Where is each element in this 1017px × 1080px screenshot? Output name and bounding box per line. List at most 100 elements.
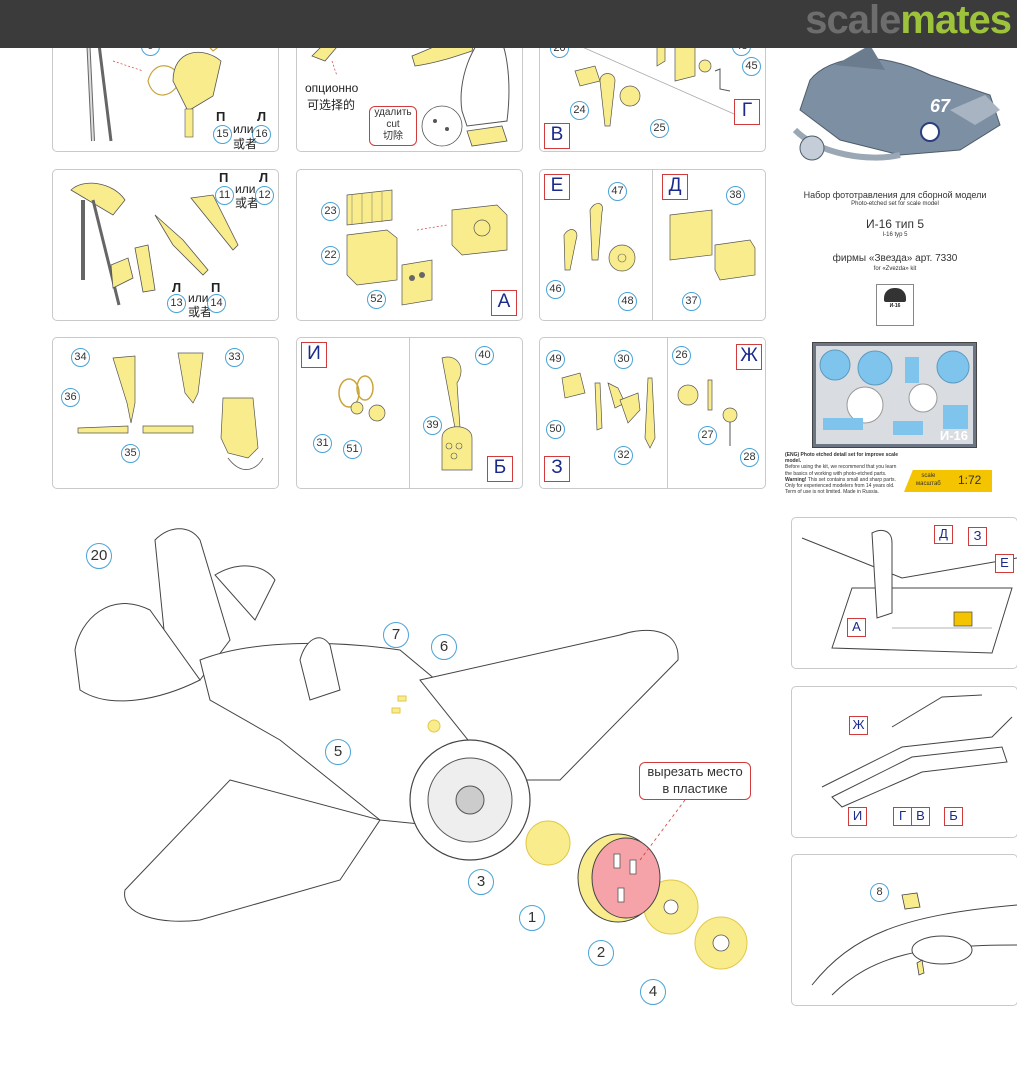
part-number-15: 15 <box>213 125 232 144</box>
part-number-30: 30 <box>614 350 633 369</box>
panel-radio-box-drawing <box>346 189 508 306</box>
section-letter-i: И <box>301 342 327 368</box>
part-number-36: 36 <box>61 388 80 407</box>
part-number-22: 22 <box>321 246 340 265</box>
part-number-3: 3 <box>468 869 494 895</box>
inset-cockpit-floor-drawing <box>801 530 1017 654</box>
part-number-16: 16 <box>252 125 271 144</box>
section-letter-zh: Ж <box>736 344 762 370</box>
panel-controls-e-d: Е Д 47 46 48 38 37 <box>539 169 766 321</box>
section-letter-e: Е <box>995 554 1014 573</box>
part-number-8: 8 <box>870 883 889 902</box>
section-letter-a: А <box>491 290 517 316</box>
part-number-49: 49 <box>546 350 565 369</box>
part-number-25: 25 <box>650 119 669 138</box>
fret-image: И-16 <box>812 342 977 448</box>
panel-radio-box-a: 23 22 52 А <box>296 169 523 321</box>
section-letter-b: Б <box>487 456 513 482</box>
inset-fuselage-top-drawing <box>811 892 1017 996</box>
part-number-1: 1 <box>519 905 545 931</box>
part-number-39: 39 <box>423 416 442 435</box>
section-letter-a: А <box>847 618 866 637</box>
fret-label: И-16 <box>939 428 968 443</box>
or-label-zh: 或者 <box>233 137 258 151</box>
panel-tail-parts: П Л или 或者 11 12 Л П или 或者 13 14 <box>52 169 279 321</box>
panel-levers-zh-z: 49 30 26 Ж 50 32 27 28 З <box>539 337 766 489</box>
inset-fuselage-top: 8 <box>791 854 1017 1006</box>
section-letter-z: З <box>544 456 570 482</box>
part-number-33: 33 <box>225 348 244 367</box>
part-number-45: 45 <box>742 57 761 76</box>
aircraft-code: 67 <box>930 96 951 116</box>
inset-cockpit-side-drawing <box>821 694 1013 808</box>
scale-badge <box>904 470 992 492</box>
part-number-27: 27 <box>698 426 717 445</box>
left-right-label: Л <box>259 170 269 185</box>
section-letter-d: Д <box>662 174 688 200</box>
or-label: или <box>233 122 254 136</box>
panel-levers-drawing <box>561 372 738 449</box>
scale-value: 1:72 <box>958 473 982 487</box>
usage-notes: (ENG) Photo etched detail set for improv… <box>785 452 899 496</box>
part-number-50: 50 <box>546 420 565 439</box>
part-number-34: 34 <box>71 348 90 367</box>
section-letter-z: З <box>968 527 987 546</box>
left-right-label: П <box>216 109 226 124</box>
part-number-31: 31 <box>313 434 332 453</box>
optional-label-zh: 可选择的 <box>307 98 356 112</box>
or-label-zh: 或者 <box>235 196 260 210</box>
or-label: или <box>188 291 209 305</box>
section-letter-e: Е <box>544 174 570 200</box>
kit-reference-en: for «Zvezda» kit <box>873 266 917 272</box>
brand-logo[interactable]: scalemates <box>805 0 1012 42</box>
panel-pedals-drawing <box>338 356 473 471</box>
section-letter-i: И <box>848 807 867 826</box>
set-title: Набор фототравления для сборной модели <box>803 190 987 200</box>
panel-divider <box>652 170 653 320</box>
part-number-52: 52 <box>367 290 386 309</box>
panel-tail-drawing <box>70 182 239 306</box>
part-number-26: 26 <box>672 346 691 365</box>
part-number-11: 11 <box>215 186 234 205</box>
optional-label: опционно <box>305 81 359 95</box>
panel-pedals-i-b: И 40 31 51 39 Б <box>296 337 523 489</box>
section-letter-v: В <box>544 123 570 149</box>
model-name: И-16 тип 5 <box>865 217 924 231</box>
manufacturer-logo: И-16 <box>876 284 914 326</box>
part-number-35: 35 <box>121 444 140 463</box>
or-label-zh: 或者 <box>188 305 213 319</box>
section-letter-v: В <box>911 807 930 826</box>
left-right-label: Л <box>172 280 182 295</box>
part-number-32: 32 <box>614 446 633 465</box>
part-number-46: 46 <box>546 280 565 299</box>
section-letter-g: Г <box>893 807 912 826</box>
section-letter-d: Д <box>934 525 953 544</box>
panel-controls-drawing <box>563 203 756 281</box>
part-number-48: 48 <box>618 292 637 311</box>
panel-divider <box>667 338 668 488</box>
top-bar <box>0 0 1017 48</box>
part-number-6: 6 <box>431 634 457 660</box>
left-right-label: П <box>219 170 229 185</box>
left-right-label: П <box>211 280 221 295</box>
inset-cockpit-side: Ж И Г В Б <box>791 686 1017 838</box>
part-number-40: 40 <box>475 346 494 365</box>
section-letter-g: Г <box>734 99 760 125</box>
part-number-47: 47 <box>608 182 627 201</box>
part-number-4: 4 <box>640 979 666 1005</box>
part-number-7: 7 <box>383 622 409 648</box>
part-number-13: 13 <box>167 294 186 313</box>
part-number-12: 12 <box>255 186 274 205</box>
panel-seat-belts: 34 33 36 35 <box>52 337 279 489</box>
kit-reference: фирмы «Звезда» арт. 7330 <box>832 253 958 264</box>
model-name-en: I-16 typ 5 <box>882 232 908 238</box>
inset-cockpit-floor: Д З Е А <box>791 517 1017 669</box>
or-label: или <box>235 182 256 196</box>
panel-seat-belts-drawing <box>77 352 264 470</box>
part-number-23: 23 <box>321 202 340 221</box>
part-number-20: 20 <box>86 543 112 569</box>
set-title-en: Photo-etched set for scale model <box>851 201 939 207</box>
